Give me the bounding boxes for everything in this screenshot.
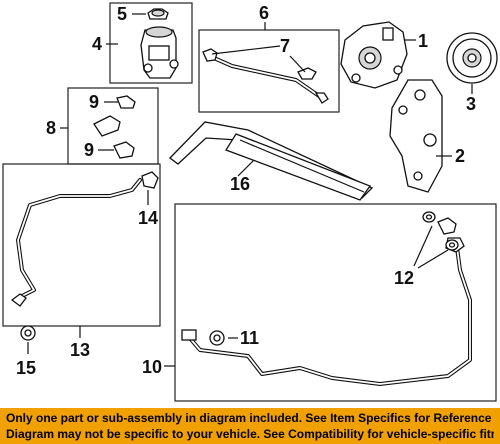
pressure-hose	[181, 217, 472, 386]
disclaimer-line-2: Diagram may not be specific to your vehi…	[6, 427, 494, 441]
pump-bracket	[389, 79, 443, 193]
seal-12-upper	[422, 211, 436, 223]
callout-2: 2	[455, 146, 465, 166]
leader-12b	[417, 249, 449, 269]
o-ring-15	[20, 325, 36, 341]
reservoir-box	[109, 2, 193, 84]
callout-10: 10	[142, 357, 162, 377]
callout-1: 1	[418, 31, 428, 51]
callout-4: 4	[92, 34, 102, 54]
leader-12a	[413, 225, 433, 267]
power-steering-pump	[340, 21, 408, 89]
callout-7: 7	[280, 36, 290, 56]
callout-14: 14	[138, 208, 158, 228]
callout-11: 11	[240, 328, 259, 348]
cooler-hose-box	[198, 29, 340, 113]
callout-3: 3	[466, 94, 476, 114]
hose-clamp	[141, 171, 159, 189]
parts-diagram: 1 2 3 4 5 6 7 8 9 9 10 11 12 13 14 15 16	[2, 2, 498, 402]
power-steering-cooler	[169, 121, 374, 201]
pressure-hose-box	[174, 203, 497, 402]
callout-5: 5	[117, 4, 127, 24]
leader-16	[237, 159, 255, 177]
return-hose	[10, 178, 142, 307]
callout-8: 8	[46, 118, 56, 138]
callout-6: 6	[259, 3, 269, 23]
pump-pulley	[446, 32, 498, 84]
seal-11	[209, 330, 225, 346]
return-hose-box	[2, 163, 161, 327]
disclaimer-banner: Only one part or sub-assembly in diagram…	[0, 408, 500, 444]
reservoir-cap	[147, 8, 169, 20]
disclaimer-line-1: Only one part or sub-assembly in diagram…	[6, 411, 494, 425]
callout-9-top: 9	[89, 92, 99, 112]
leader-7a	[211, 45, 281, 55]
callout-12: 12	[394, 268, 414, 288]
callout-16: 16	[230, 174, 250, 194]
reservoir	[140, 26, 179, 79]
callout-15: 15	[16, 358, 36, 378]
leader-7b	[289, 55, 306, 73]
fitting-set	[93, 95, 136, 159]
callout-13: 13	[70, 340, 90, 360]
seal-12-lower	[445, 239, 459, 251]
callout-9-bottom: 9	[84, 140, 94, 160]
cooler-hose	[202, 48, 329, 104]
